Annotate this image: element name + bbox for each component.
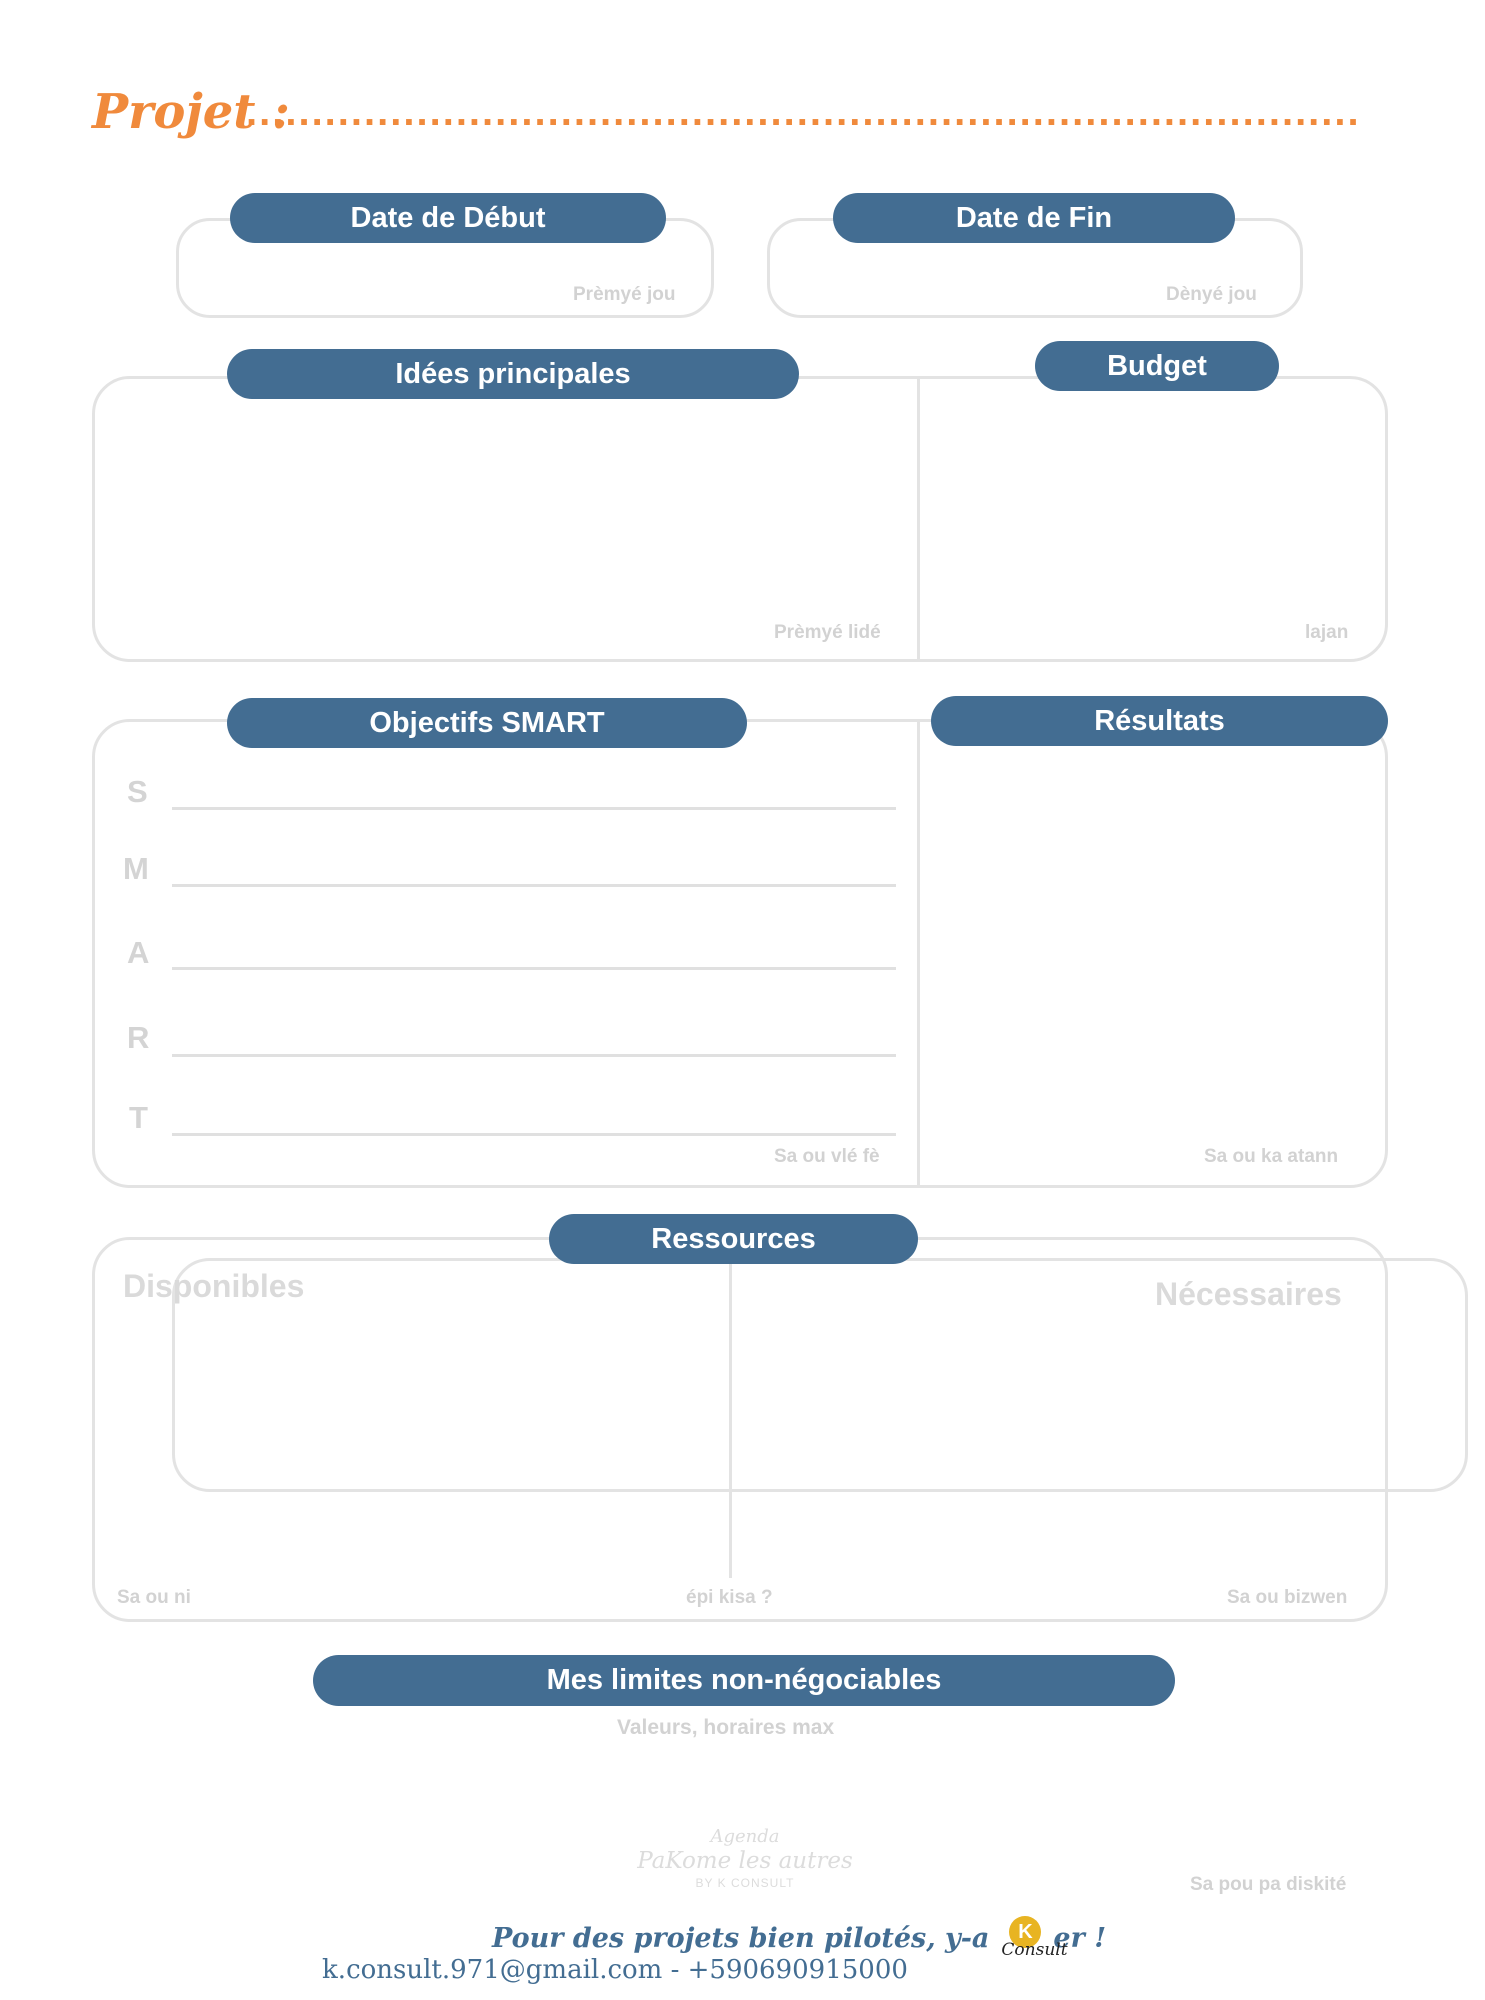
watermark-line1: Agenda bbox=[710, 1826, 780, 1847]
limits-title: Mes limites non-négociables bbox=[313, 1655, 1175, 1706]
smart-hint: Sa ou vlé fè bbox=[774, 1146, 880, 1167]
ideas-area[interactable] bbox=[95, 420, 915, 650]
smart-line-s[interactable] bbox=[172, 807, 896, 810]
results-title: Résultats bbox=[931, 696, 1388, 746]
budget-area[interactable] bbox=[922, 420, 1382, 650]
end-date-title: Date de Fin bbox=[833, 193, 1235, 243]
resources-needed-label: Nécessaires bbox=[1155, 1276, 1342, 1312]
watermark-line3: BY K CONSULT bbox=[695, 1876, 795, 1890]
resources-hint-right: Sa ou bizwen bbox=[1227, 1587, 1348, 1608]
watermark-logo: Agenda PaKome les autres BY K CONSULT bbox=[630, 1827, 860, 1905]
badge-circle: K bbox=[1009, 1916, 1042, 1948]
resources-available-label: Disponibles bbox=[123, 1268, 305, 1304]
resources-hint-center: épi kisa ? bbox=[686, 1587, 773, 1608]
ideas-hint: Prèmyé lidé bbox=[774, 622, 881, 643]
smart-letter-a: A bbox=[127, 935, 150, 970]
smart-line-m[interactable] bbox=[172, 884, 896, 887]
k-consult-badge: K Consult bbox=[1001, 1916, 1068, 1960]
ideas-budget-divider bbox=[917, 376, 920, 662]
project-label: Projet : bbox=[92, 84, 290, 140]
end-date-hint: Dènyé jou bbox=[1166, 284, 1257, 305]
start-date-hint: Prèmyé jou bbox=[573, 284, 676, 305]
footer-contact[interactable]: k.consult.971@gmail.com - +590690915000 bbox=[322, 1955, 908, 1985]
smart-line-r[interactable] bbox=[172, 1054, 896, 1057]
smart-line-a[interactable] bbox=[172, 967, 896, 970]
resources-available-area[interactable] bbox=[178, 1310, 723, 1480]
footer-side-hint: Sa pou pa diskité bbox=[1190, 1874, 1347, 1895]
badge-word: Consult bbox=[1001, 1940, 1068, 1960]
resources-divider bbox=[729, 1258, 732, 1578]
budget-title: Budget bbox=[1035, 341, 1279, 391]
limits-hint[interactable]: Valeurs, horaires max bbox=[617, 1716, 835, 1739]
smart-letter-m: M bbox=[123, 851, 149, 886]
watermark-line2: PaKome les autres bbox=[637, 1848, 853, 1874]
resources-hint-left: Sa ou ni bbox=[117, 1587, 191, 1608]
smart-line-t[interactable] bbox=[172, 1133, 896, 1136]
smart-letter-s: S bbox=[127, 774, 148, 809]
resources-title: Ressources bbox=[549, 1214, 918, 1264]
results-hint: Sa ou ka atann bbox=[1204, 1146, 1339, 1167]
tagline-before: Pour des projets bien pilotés, y-a bbox=[492, 1922, 990, 1954]
smart-title: Objectifs SMART bbox=[227, 698, 747, 748]
tagline-after: er ! bbox=[1053, 1922, 1107, 1954]
smart-letter-t: T bbox=[129, 1100, 148, 1135]
budget-hint: lajan bbox=[1305, 622, 1349, 643]
smart-results-divider bbox=[917, 719, 920, 1188]
smart-letter-r: R bbox=[127, 1020, 150, 1055]
project-name-dotted-line[interactable]: ........................................… bbox=[246, 90, 1361, 134]
start-date-title: Date de Début bbox=[230, 193, 666, 243]
footer-tagline: Pour des projets bien pilotés, y-a K Con… bbox=[492, 1916, 1106, 1960]
results-area[interactable] bbox=[922, 760, 1382, 1140]
ideas-title: Idées principales bbox=[227, 349, 799, 399]
resources-needed-area[interactable] bbox=[736, 1320, 1376, 1480]
